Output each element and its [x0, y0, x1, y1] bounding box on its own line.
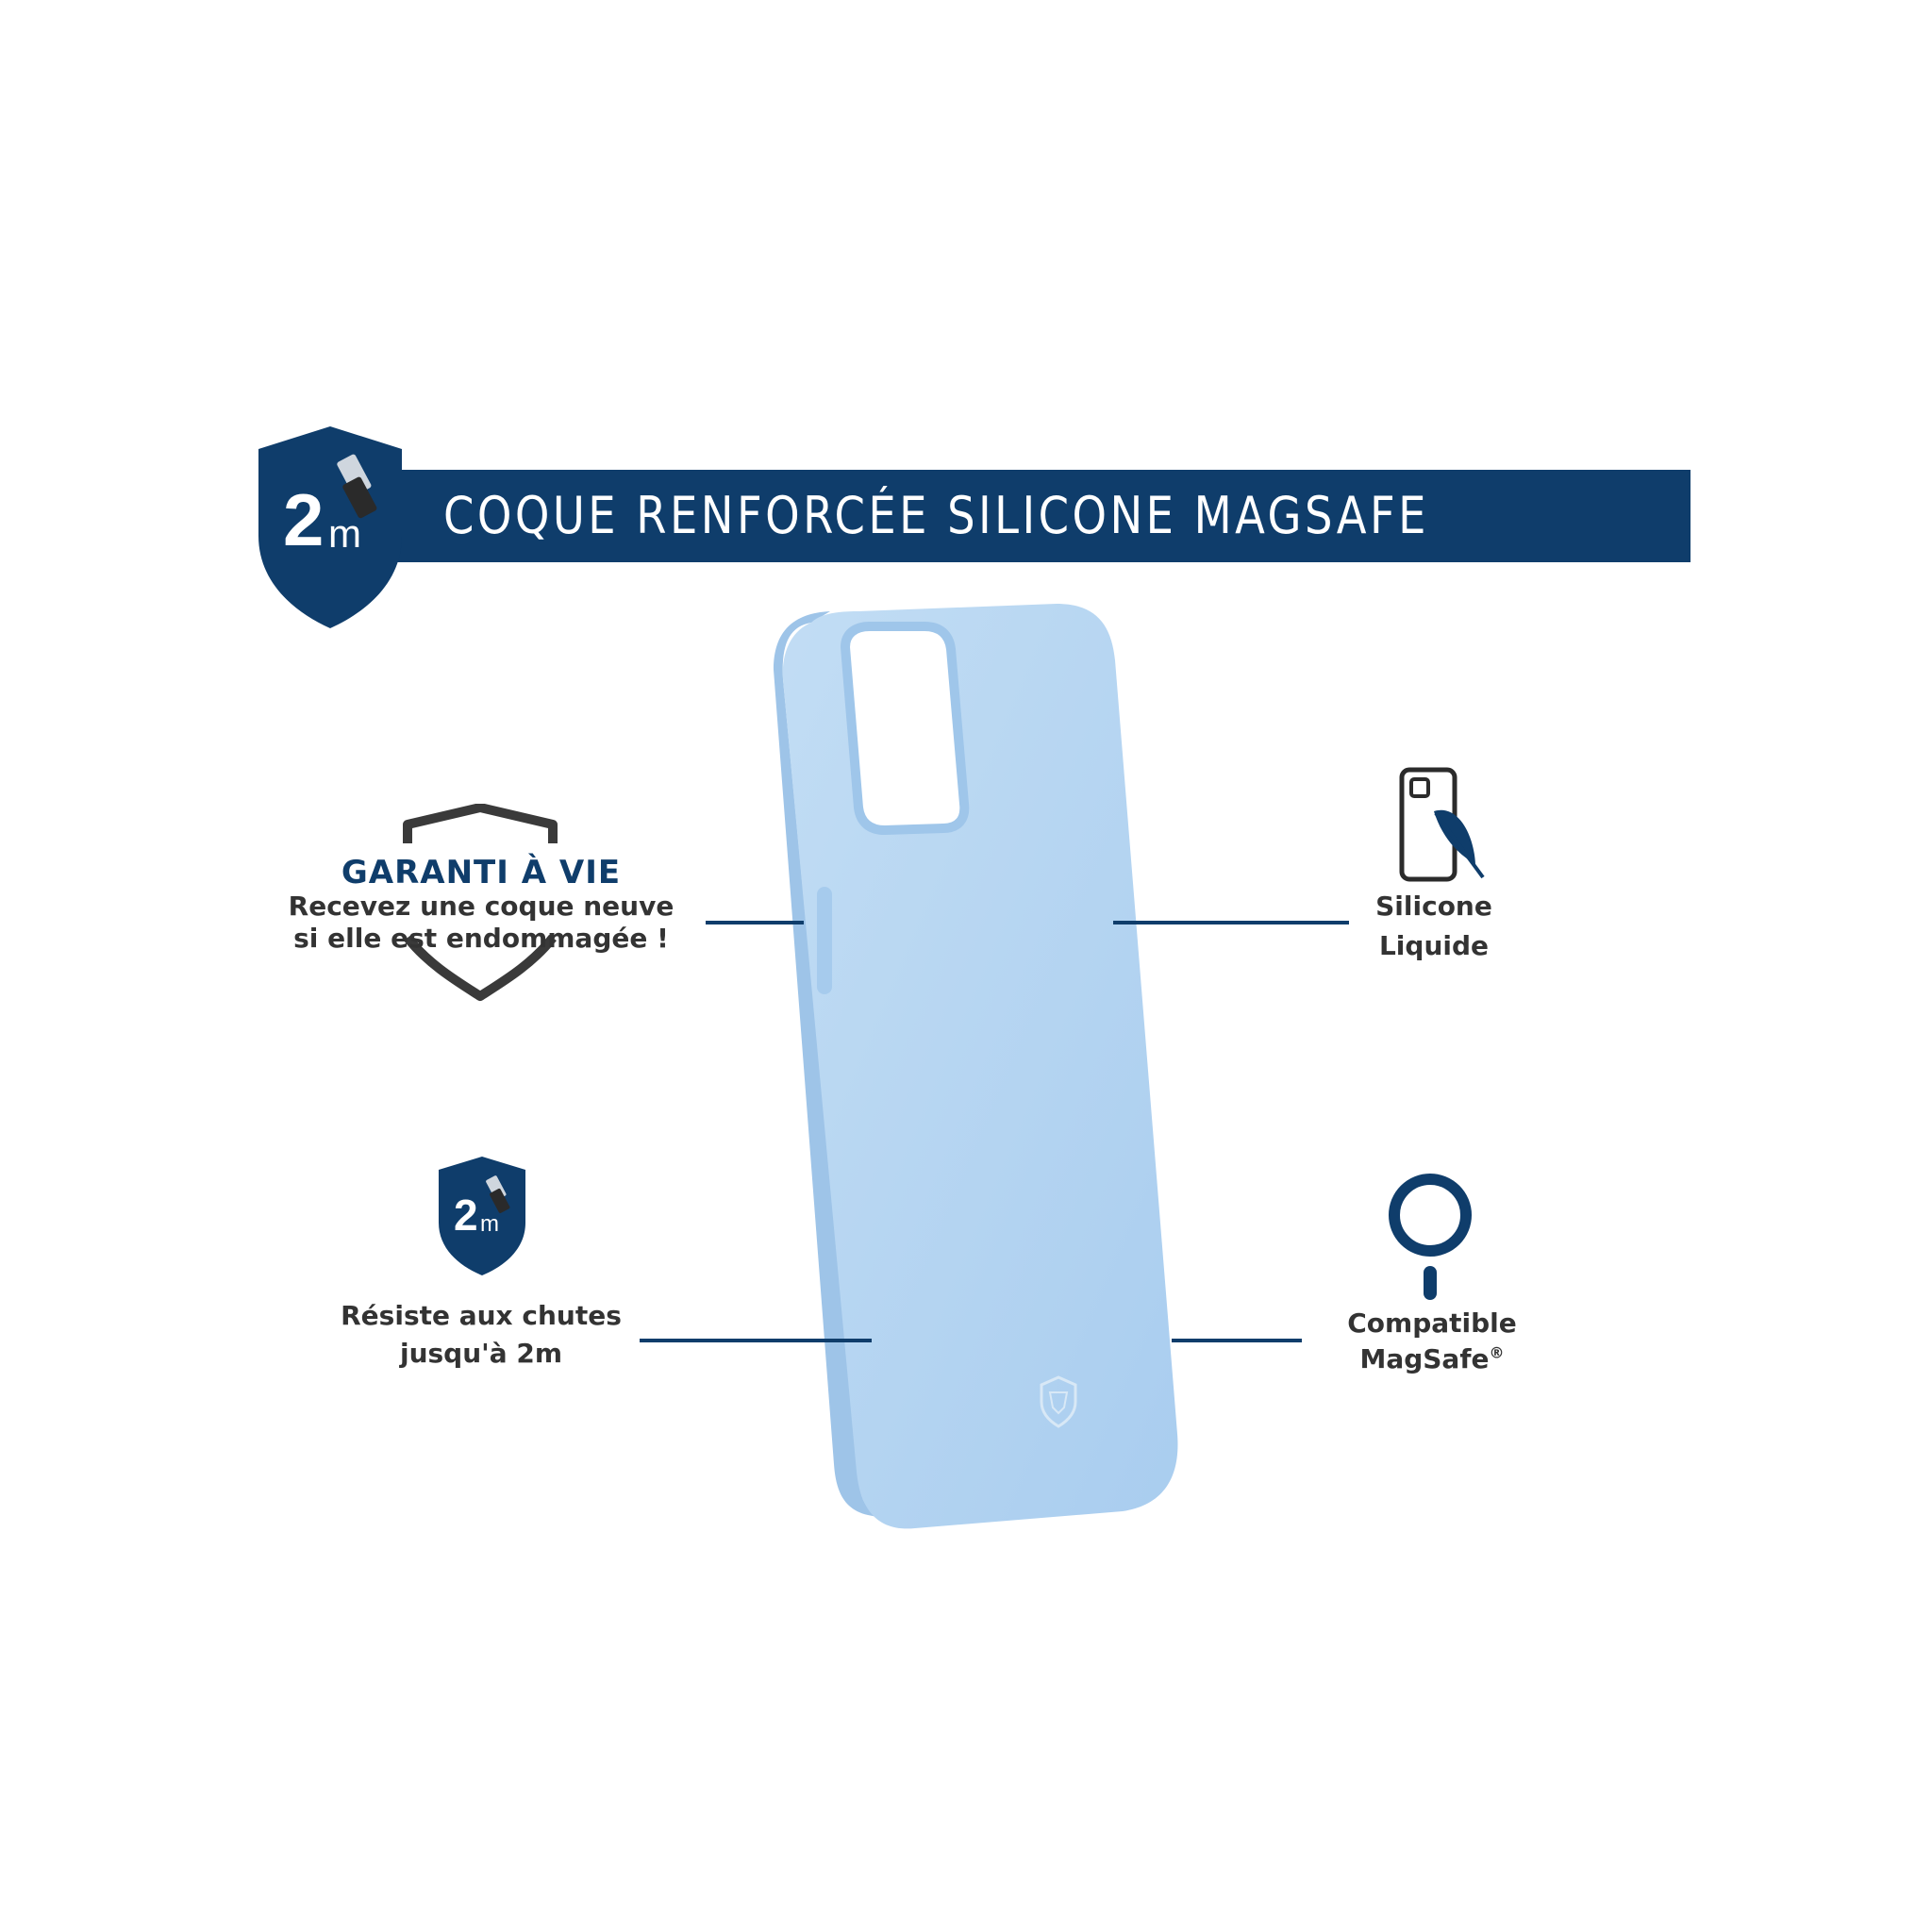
connector-line-silicone: [1113, 921, 1349, 924]
header-banner: [382, 470, 1690, 562]
magsafe-text-line1: Compatible: [1347, 1307, 1517, 1339]
magsafe-ring-icon: [1389, 1174, 1472, 1300]
badge-unit: m: [328, 511, 361, 556]
drop-badge-number: 2: [454, 1191, 478, 1240]
drop-badge-unit: m: [480, 1211, 499, 1237]
drop-text-line1: Résiste aux chutes: [341, 1300, 622, 1331]
registered-mark: ®: [1489, 1343, 1505, 1362]
magsafe-text-line2: MagSafe®: [1321, 1343, 1543, 1374]
connector-line-magsafe: [1172, 1339, 1302, 1342]
shield-2m-icon: 2 m: [258, 426, 402, 628]
connector-line-drop: [640, 1339, 872, 1342]
guarantee-title: GARANTI À VIE: [341, 854, 622, 891]
silicone-text-line2: Liquide: [1378, 930, 1490, 961]
guarantee-text-line1: Recevez une coque neuve: [288, 891, 675, 922]
shield-outline-icon: [403, 804, 558, 1001]
page-title: COQUE RENFORCÉE SILICONE MAGSAFE: [443, 486, 1429, 545]
shield-2m-small-icon: 2 m: [439, 1157, 525, 1275]
magsafe-brand: MagSafe: [1359, 1343, 1490, 1374]
drop-text-line2: jusqu'à 2m: [399, 1338, 563, 1369]
badge-number: 2: [283, 478, 324, 561]
brand-shield-icon: [1040, 1375, 1077, 1428]
silicone-text-line1: Silicone: [1375, 891, 1492, 922]
guarantee-text-line2: si elle est endommagée !: [293, 923, 669, 954]
phone-feather-icon: [1399, 767, 1485, 882]
phone-case-image: [774, 604, 1178, 1529]
connector-line-guarantee: [706, 921, 804, 924]
